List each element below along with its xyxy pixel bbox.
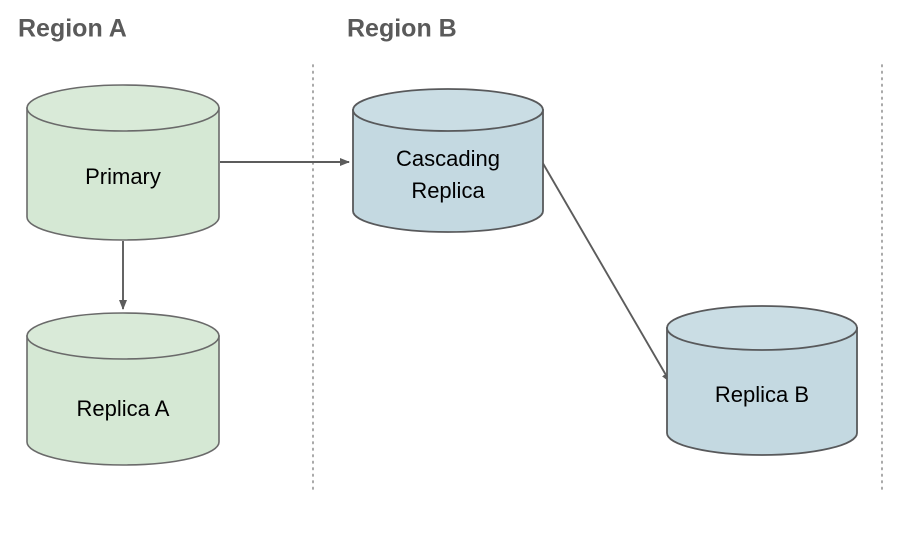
replica-a-cylinder-body xyxy=(26,335,220,466)
node-replica-a[interactable]: Replica A xyxy=(26,312,220,466)
primary-label: Primary xyxy=(85,164,161,189)
primary-cylinder-top xyxy=(26,84,220,132)
edge-cascading-replica-to-replica-b xyxy=(540,159,671,383)
cascading-replica-cylinder-body xyxy=(352,109,544,233)
node-primary[interactable]: Primary xyxy=(26,84,220,241)
replica-b-cylinder-body xyxy=(666,327,858,456)
cascading-replica-label-line1: Cascading xyxy=(396,146,500,171)
replica-b-cylinder-top xyxy=(666,305,858,351)
replica-b-label: Replica B xyxy=(715,382,809,407)
node-cascading-replica[interactable]: Cascading Replica xyxy=(352,88,544,233)
primary-cylinder-body xyxy=(26,107,220,241)
region-label-b: Region B xyxy=(347,15,457,43)
edge-group xyxy=(119,158,671,383)
cascading-replica-cylinder-top xyxy=(352,88,544,132)
cascading-replica-label-line2: Replica xyxy=(411,178,485,203)
replica-a-cylinder-top xyxy=(26,312,220,360)
region-label-a: Region A xyxy=(18,15,127,43)
replica-a-label: Replica A xyxy=(77,396,170,421)
node-replica-b[interactable]: Replica B xyxy=(666,305,858,456)
